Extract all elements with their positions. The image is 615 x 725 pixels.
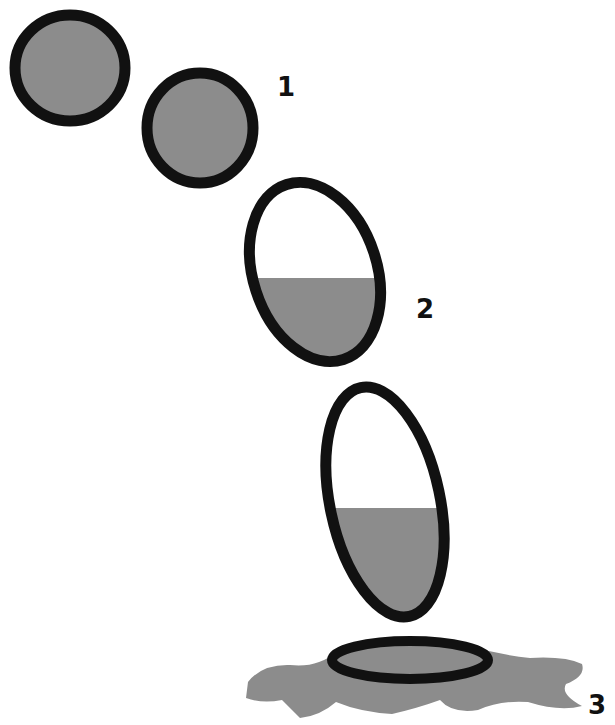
- callout-number: 2: [416, 296, 434, 322]
- callout-number: 1: [277, 74, 295, 100]
- drop-full: [147, 73, 253, 183]
- drop-outline: [228, 165, 403, 378]
- drop-flattened: [332, 641, 488, 679]
- drop-outline: [307, 376, 463, 628]
- drop-full: [15, 15, 125, 121]
- callout-number: 3: [588, 692, 606, 718]
